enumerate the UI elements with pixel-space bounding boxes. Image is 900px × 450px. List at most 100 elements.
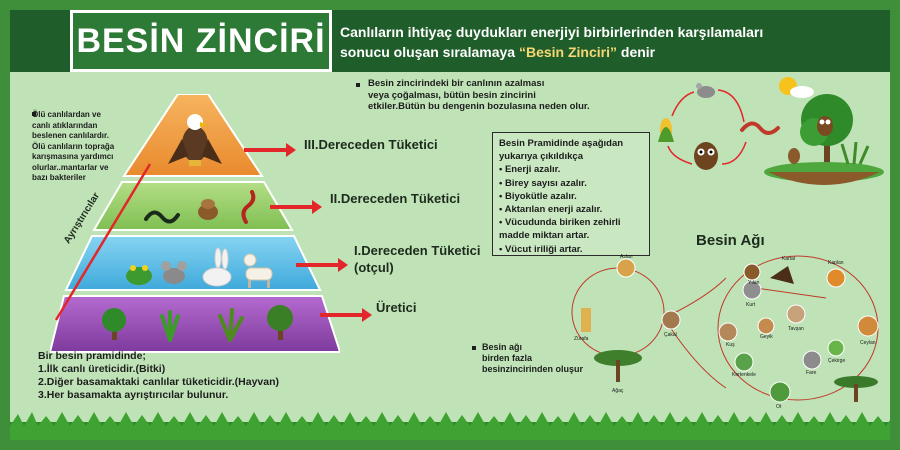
node-gazelle: Ceylan <box>857 315 879 346</box>
tier-producer <box>50 295 340 353</box>
mouse-icon <box>161 261 187 284</box>
tier-primary-consumer <box>64 235 322 291</box>
bullet-icon <box>356 83 360 87</box>
plant-icon <box>218 308 244 342</box>
rabbit-icon <box>202 247 232 287</box>
rules-line: 1.İlk canlı üreticidir.(Bitki) <box>38 363 166 375</box>
definition-line-2: sonucu oluşan sıralamaya “Besin Zinciri”… <box>340 42 880 62</box>
info-line: Besin Pramidinde aşağıdan <box>499 138 624 149</box>
node-label: Zürafa <box>574 336 589 342</box>
plant-icon <box>840 141 870 165</box>
sun-icon <box>779 77 814 98</box>
node-label: Ağaç <box>612 388 624 394</box>
level-secondary-label: II.Dereceden Tüketici <box>330 191 461 206</box>
snake-icon <box>241 190 256 224</box>
node-label: Çekirge <box>828 358 845 364</box>
frog-icon <box>126 265 152 285</box>
node-mouse: Fare <box>802 350 822 376</box>
decomposer-note-line: bazı bakteriler <box>32 173 86 182</box>
node-tree: Ağaç <box>594 350 642 394</box>
node-grasshopper: Çekirge <box>827 339 845 364</box>
decomposer-note-line: Ölü canlılardan ve <box>32 110 101 119</box>
snake-icon <box>198 199 218 220</box>
owl-icon <box>694 142 718 170</box>
title-box: BESİN ZİNCİRİ <box>70 10 332 72</box>
pyramid-info-box: Besin Pramidinde aşağıdan yukarıya çıkıl… <box>492 132 650 256</box>
definition-line-2-a: sonucu oluşan sıralamaya <box>340 44 519 60</box>
decomposer-note-line: Ölü canlıların toprağa <box>32 141 115 151</box>
definition-line-2-b: denir <box>617 44 656 60</box>
definition-line-1: Canlıların ihtiyaç duydukları enerjiyi b… <box>340 24 764 40</box>
node-label: Ceylan <box>860 340 876 346</box>
level-primary-label: I.Dereceden Tüketici <box>354 243 481 258</box>
node-label: Geyik <box>760 334 773 340</box>
info-line: • Birey sayısı azalır. <box>499 177 587 189</box>
food-web-note-line: Besin ağı <box>482 342 523 352</box>
node-giraffe: Zürafa <box>574 308 591 342</box>
acacia-tree-icon <box>834 376 878 402</box>
node-label: Çakal <box>664 332 677 338</box>
snake-icon <box>144 210 180 224</box>
node-lizard: Kertenkele <box>732 352 756 378</box>
decomposer-note-line: canlı atıklarından <box>32 120 98 130</box>
food-web-note: Besin ağı birden fazla besinzincirinden … <box>482 342 583 375</box>
node-deer: Geyik <box>757 317 775 340</box>
grass-strip <box>10 412 890 440</box>
plant-icon <box>160 310 180 342</box>
node-label: Aslan <box>620 254 633 260</box>
info-line: • Aktarılan enerji azalır. <box>499 204 603 216</box>
node-label: Kaplan <box>828 260 844 266</box>
island-icon <box>764 162 884 185</box>
rules-line: 3.Her basamakta ayrıştırıcılar bulunur. <box>38 389 229 401</box>
info-line: madde miktarı artar. <box>499 230 590 242</box>
definition-text: Canlıların ihtiyaç duydukları enerjiyi b… <box>340 22 880 62</box>
node-grass: Ot <box>769 381 791 410</box>
decomposer-note-line: olurlar..mantarlar ve <box>32 162 109 172</box>
node-label: Kartal <box>782 256 795 262</box>
info-line: • Enerji azalır. <box>499 164 561 176</box>
mouse-icon <box>696 83 715 98</box>
page-title: BESİN ZİNCİRİ <box>76 21 326 60</box>
arrow-right-icon <box>296 258 348 272</box>
pyramid-rules-note: Bir besin pramidinde; 1.İlk canlı üretic… <box>38 350 279 402</box>
node-label: Kurt <box>746 302 756 308</box>
level-primary-sublabel: (otçul) <box>354 260 394 275</box>
rules-line: 2.Diğer basamaktaki canlılar tüketicidir… <box>38 376 280 388</box>
node-label: Kertenkele <box>732 372 756 378</box>
node-eagle: Kartal <box>770 256 795 284</box>
node-label: Ot <box>776 404 782 410</box>
level-tertiary-label: III.Dereceden Tüketici <box>304 137 438 152</box>
corn-icon <box>658 118 674 142</box>
food-pyramid <box>50 94 340 353</box>
node-snake: Yılan <box>743 263 761 286</box>
level-producer-label: Üretici <box>376 300 417 315</box>
arrow-right-icon <box>270 200 322 214</box>
node-label: Fare <box>806 370 817 376</box>
info-line: • Biyokütle azalır. <box>499 190 577 202</box>
chain-effect-line: veya çoğalması, bütün besin zincirini <box>368 89 536 101</box>
chain-effect-line: etkiler.Bütün bu dengenin bozulasına ned… <box>368 101 590 112</box>
decomposer-note-line: karışmasına yardımcı <box>32 152 114 161</box>
arrow-right-icon <box>244 143 296 157</box>
tree-icon <box>267 305 293 340</box>
rules-line: Bir besin pramidinde; <box>38 350 146 362</box>
node-wolf: Kurt <box>742 280 762 308</box>
node-jackal: Çakal <box>661 310 681 338</box>
node-label: Tavşan <box>788 326 804 332</box>
cycle-arrows <box>667 89 747 165</box>
eagle-icon <box>168 114 222 166</box>
owl-icon <box>817 116 833 136</box>
squirrel-icon <box>788 148 800 164</box>
poster-canvas: BESİN ZİNCİRİ Canlıların ihtiyaç duydukl… <box>10 10 890 440</box>
decomposer-arrow <box>54 163 152 321</box>
node-bird: Kuş <box>718 322 738 348</box>
food-web-diagram: Aslan Zürafa Ağaç Çakal Ceylan Ot Fare <box>571 254 879 410</box>
chain-effect-note: Besin zincirindeki bir canlının azalması… <box>368 78 590 113</box>
node-label: Yılan <box>748 280 760 286</box>
node-tiger: Kaplan <box>826 260 846 288</box>
node-rabbit: Tavşan <box>786 304 806 332</box>
food-web-note-line: besinzincirinden oluşur <box>482 364 584 374</box>
info-line: • Vücut iriliği artar. <box>499 243 583 255</box>
food-web-note-line: birden fazla <box>482 353 533 363</box>
tree-icon <box>102 308 126 340</box>
